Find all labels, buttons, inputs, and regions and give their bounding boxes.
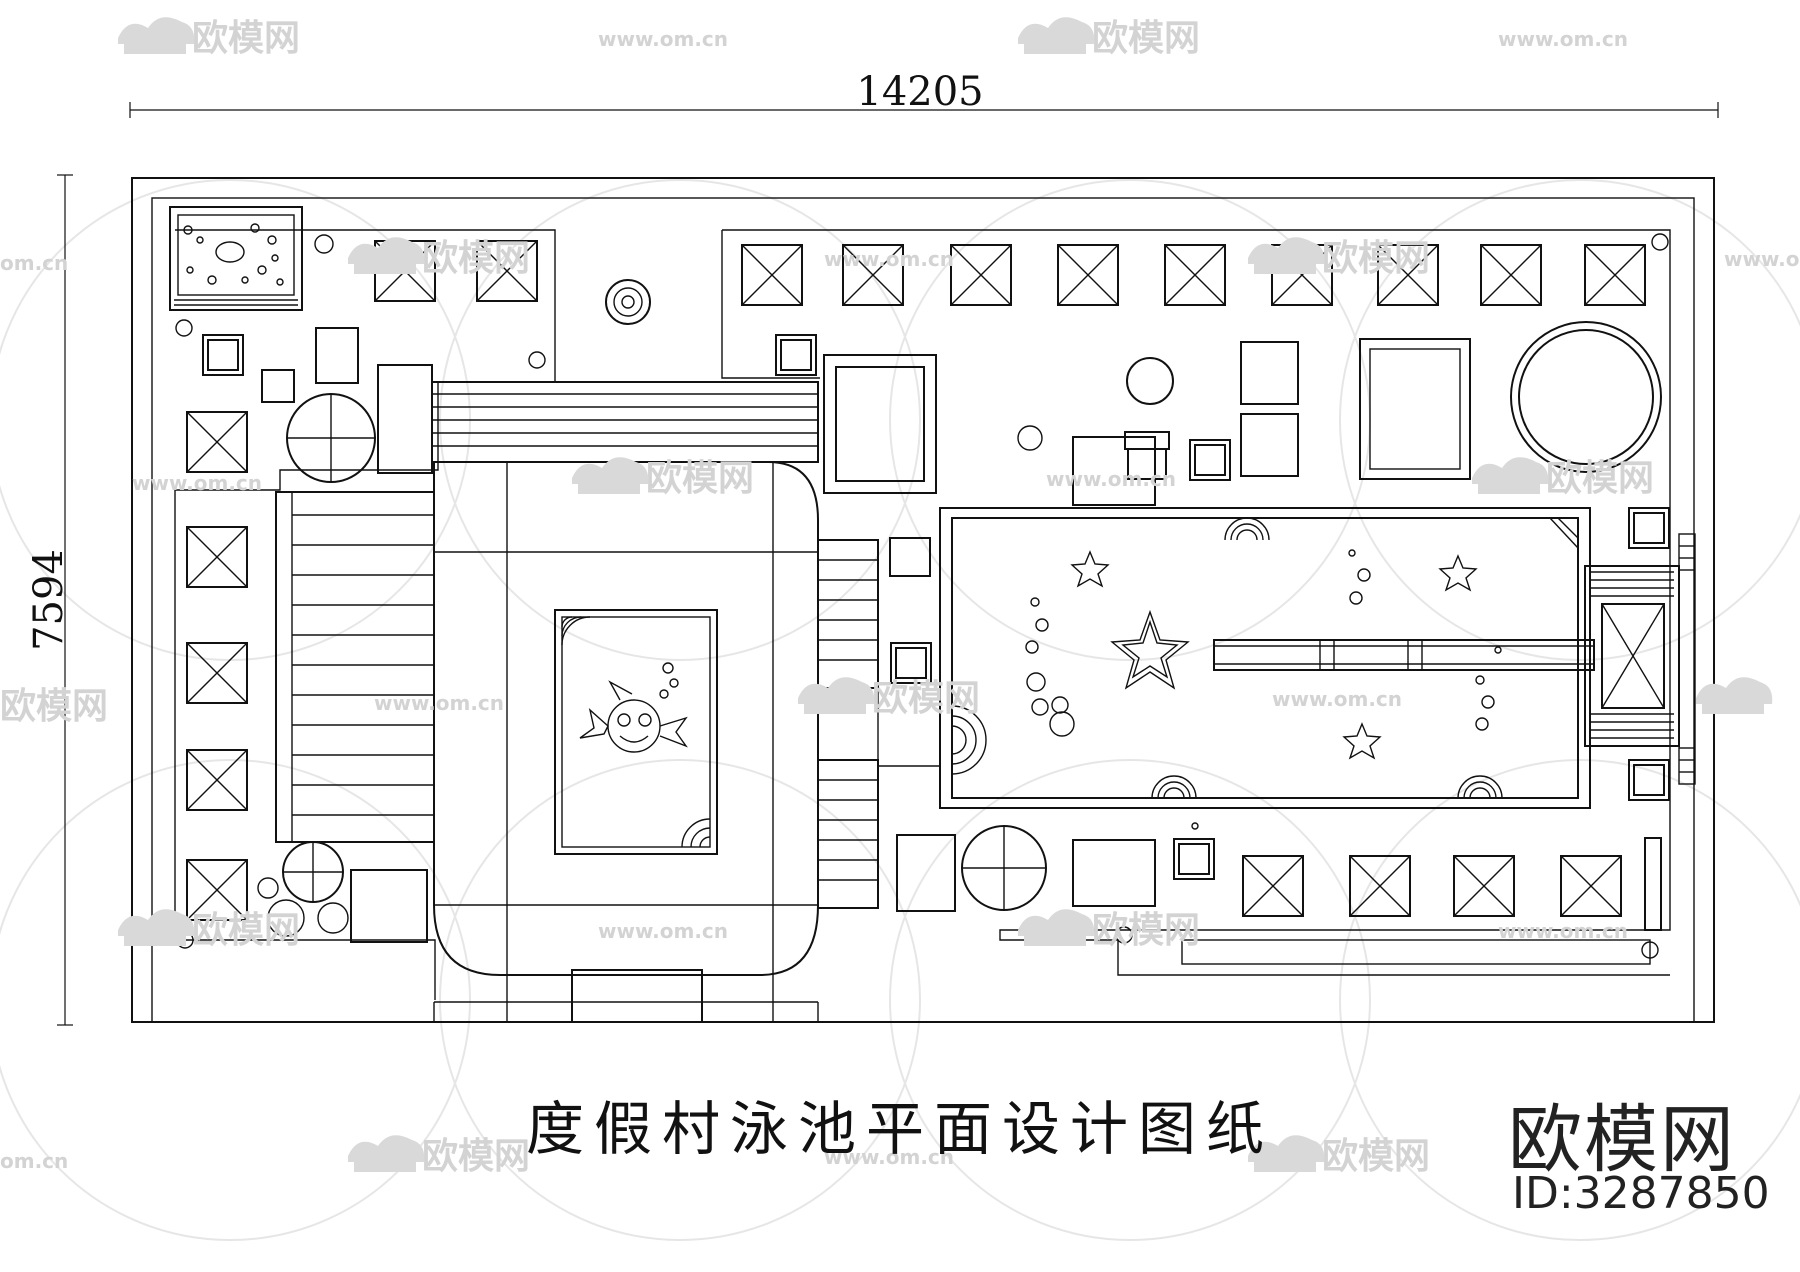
svg-text:www.om.cn: www.om.cn — [374, 691, 504, 715]
svg-text:www.om.cn: www.om.cn — [1272, 687, 1402, 711]
hot-tub — [169, 206, 303, 311]
svg-text:www.om.cn: www.om.cn — [1046, 467, 1176, 491]
planter-box — [186, 749, 248, 811]
planter-box — [1057, 244, 1119, 306]
light-fixture — [775, 334, 817, 376]
planter-box — [1164, 244, 1226, 306]
planter-box — [1584, 244, 1646, 306]
site-bottom-edge — [433, 1002, 819, 1022]
central-bridge — [431, 381, 819, 463]
kids-pool — [554, 609, 718, 855]
svg-text:www.om.cn: www.om.cn — [824, 247, 954, 271]
svg-text:欧模网: 欧模网 — [192, 18, 300, 59]
main-pool — [939, 507, 1595, 809]
svg-text:欧模网: 欧模网 — [422, 238, 530, 279]
planter-box — [186, 642, 248, 704]
svg-text:om.cn: om.cn — [0, 251, 68, 275]
planter-box — [741, 244, 803, 306]
planter-box — [1560, 855, 1622, 917]
width-dimension-label: 14205 — [856, 69, 983, 115]
svg-text:欧模网: 欧模网 — [0, 686, 108, 727]
svg-text:欧模网: 欧模网 — [872, 678, 980, 719]
planter-wall — [878, 765, 1651, 965]
light-fixture — [202, 334, 244, 376]
height-dimension-label: 7594 — [26, 549, 72, 651]
svg-text:欧模网: 欧模网 — [646, 458, 754, 499]
garden-border — [174, 229, 1671, 1000]
planter-box — [1480, 244, 1542, 306]
watermark-layer: 欧模网 www.om.cn 欧模网 www.om.cn om.cn 欧模网 ww… — [0, 17, 1800, 1177]
planter-box — [1349, 855, 1411, 917]
planter-box — [186, 411, 248, 473]
model-id-label: ID:3287850 — [1512, 1168, 1770, 1219]
planter-box — [1242, 855, 1304, 917]
light-fixture — [1173, 838, 1215, 880]
svg-text:欧模网: 欧模网 — [1546, 458, 1654, 499]
left-deck — [275, 491, 435, 843]
light-fixture — [1628, 759, 1670, 801]
round-tables — [175, 233, 1669, 959]
right-deck-steps — [817, 539, 879, 909]
svg-text:www.om.cn: www.om.cn — [132, 471, 262, 495]
svg-text:www.om.cn: www.om.cn — [824, 1145, 954, 1169]
svg-text:欧模网: 欧模网 — [1322, 1136, 1430, 1177]
bubble-decor — [1025, 549, 1502, 737]
width-dimension-line — [129, 102, 1719, 118]
svg-text:www.om.cn: www.om.cn — [1498, 27, 1628, 51]
kids-pool-deck — [433, 461, 819, 1023]
svg-text:www.om.cn: www.om.cn — [598, 27, 728, 51]
site-outer-boundary — [131, 177, 1715, 1023]
svg-text:欧模网: 欧模网 — [192, 910, 300, 951]
svg-text:欧模网: 欧模网 — [422, 1136, 530, 1177]
brand-logo-text: 欧模网 — [1508, 1097, 1736, 1183]
pool-pavilion — [1584, 533, 1696, 785]
light-fixture — [1628, 507, 1670, 549]
drawing-title: 度假村泳池平面设计图纸 — [525, 1095, 1274, 1163]
svg-text:www.om.cn: www.om.cn — [1498, 919, 1628, 943]
planter-box — [1453, 855, 1515, 917]
svg-text:欧模网: 欧模网 — [1092, 910, 1200, 951]
svg-text:om.cn: om.cn — [0, 1149, 68, 1173]
site-inner-boundary — [151, 197, 1695, 1023]
planter-box — [186, 526, 248, 588]
light-fixture — [890, 642, 932, 684]
lounger-frames — [823, 338, 1471, 506]
starfish-decor — [1070, 550, 1478, 760]
planter-box — [950, 244, 1012, 306]
svg-text:欧模网: 欧模网 — [1092, 18, 1200, 59]
svg-text:www.om.cn: www.om.cn — [1724, 247, 1800, 271]
svg-text:www.om.cn: www.om.cn — [598, 919, 728, 943]
height-dimension-line — [57, 174, 73, 1026]
svg-text:欧模网: 欧模网 — [1322, 238, 1430, 279]
light-fixture — [1189, 439, 1231, 481]
